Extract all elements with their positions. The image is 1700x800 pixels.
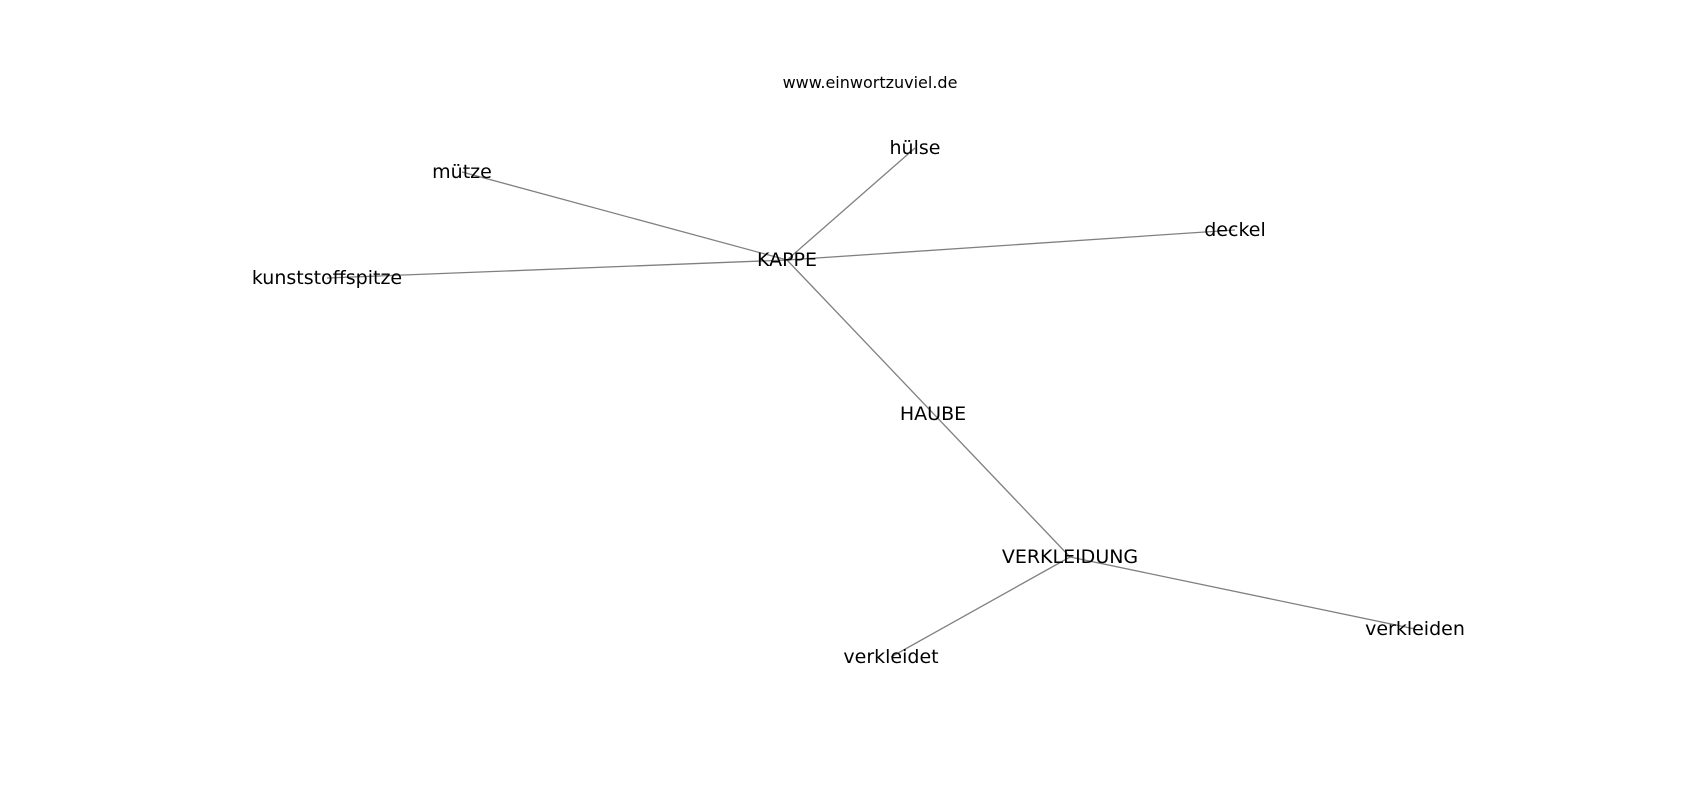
node-kappe: KAPPE [757, 249, 817, 271]
node-verkleidet: verkleidet [843, 646, 938, 668]
edge-kappe-muetze [461, 171, 788, 261]
node-deckel: deckel [1204, 219, 1266, 241]
source-url: www.einwortzuviel.de [783, 73, 958, 92]
node-layer: KAPPE hülse mütze deckel kunststoffspitzeHAU… [252, 137, 1465, 668]
edge-kappe-huelse [786, 147, 916, 261]
edge-kappe-verkleidung [786, 259, 1071, 558]
node-verkleidung: VERKLEIDUNG [1002, 546, 1138, 568]
node-kunststoffspitze: kunststoffspitze [252, 267, 402, 289]
edge-verkleidung-verkleiden [1069, 556, 1416, 630]
edge-kappe-deckel [786, 229, 1236, 261]
edge-layer [326, 147, 1416, 658]
edge-kappe-kunststoffspitze [326, 259, 788, 279]
edge-verkleidung-verkleidet [890, 556, 1071, 658]
node-muetze: mütze [432, 161, 492, 183]
node-verkleiden: verkleiden [1365, 618, 1465, 640]
node-huelse: hülse [890, 137, 941, 159]
node-haube: HAUBE [900, 403, 966, 425]
